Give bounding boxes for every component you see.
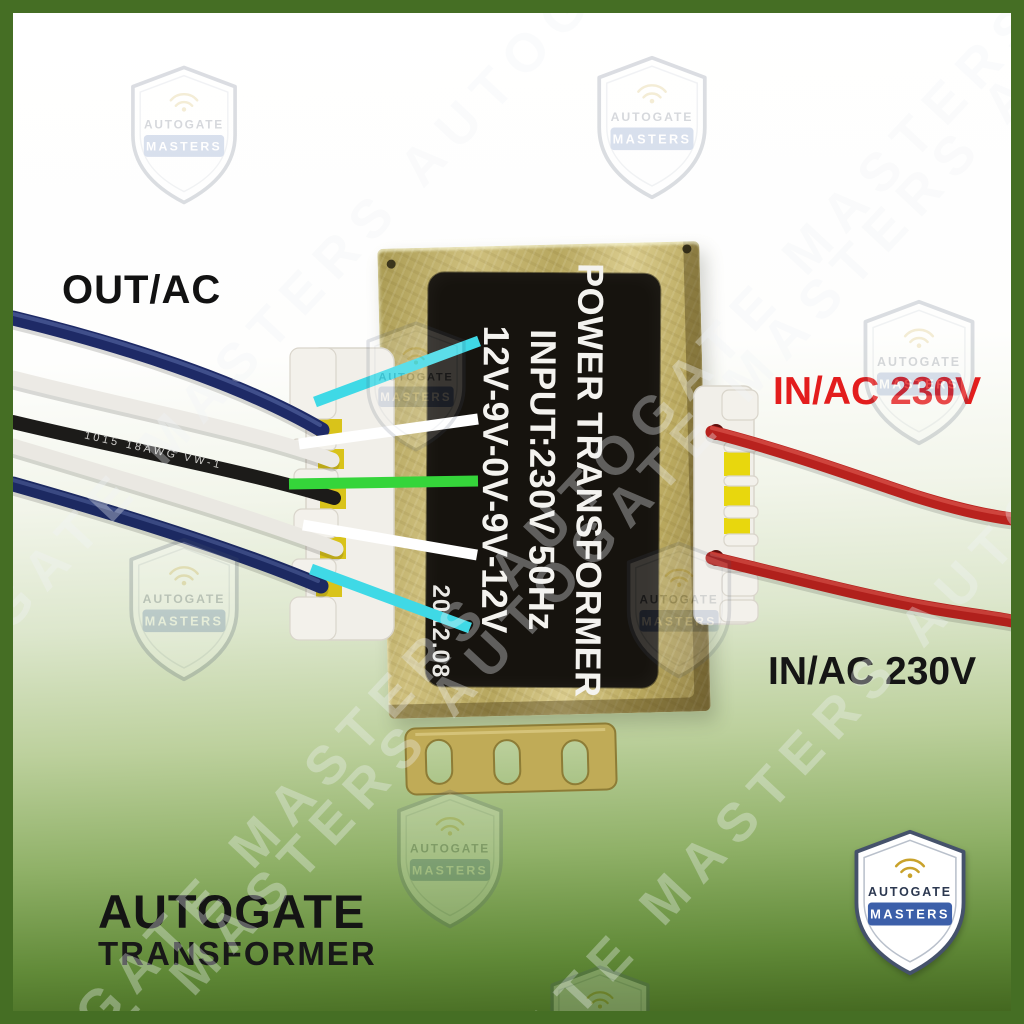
wire-red-1 [705, 425, 1011, 526]
bobbin-right [693, 385, 759, 625]
input-wires [705, 425, 1011, 632]
wiring-scene: 1015 18AWG VW-1 [13, 310, 1011, 796]
wire-red-2 [705, 551, 1011, 628]
mounting-bracket [404, 722, 618, 796]
wire-marking-text: 1015 18AWG VW-1 [83, 430, 220, 472]
annotation-white-2 [302, 519, 478, 561]
annotation-cyan-2 [309, 563, 472, 634]
wire-white-1 [13, 370, 340, 468]
out-ac-label: OUT/AC [62, 268, 222, 312]
in-ac-label-bottom: IN/AC 230V [768, 650, 977, 693]
product-subheading: TRANSFORMER [98, 935, 377, 972]
wire-white-2 [13, 438, 344, 557]
annotation-green [288, 475, 479, 490]
in-ac-label-top: IN/AC 230V [773, 370, 982, 413]
wire-navy-2 [13, 476, 329, 594]
output-wires: 1015 18AWG VW-1 [13, 310, 344, 598]
wire-navy-1 [13, 310, 330, 438]
product-heading: AUTOGATE [98, 885, 366, 938]
photo-area: POWER TRANSFORMER INPUT:230V 50Hz 12V-9V… [13, 13, 1011, 1011]
svg-text:1015 18AWG VW-1: 1015 18AWG VW-1 [83, 430, 223, 472]
